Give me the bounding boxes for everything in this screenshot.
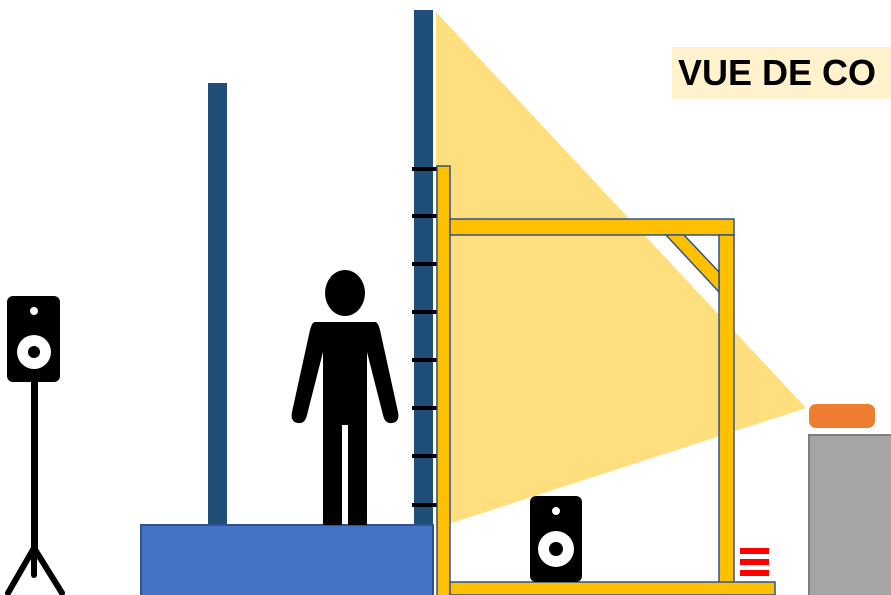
- left-pole: [208, 83, 227, 533]
- stand-leg: [31, 545, 65, 595]
- speaker-on-stand: [5, 296, 65, 595]
- speaker-icon: [530, 496, 582, 582]
- red-stack-icon: [740, 548, 769, 576]
- person-icon: [291, 270, 399, 525]
- frame-right-post: [718, 234, 735, 586]
- title-label: VUE DE CO: [672, 47, 891, 99]
- frame-bottom-beam: [449, 581, 776, 595]
- frame-top-beam: [449, 218, 735, 236]
- frame-brace: [664, 234, 720, 294]
- center-pole: [414, 10, 433, 530]
- frame-left-post: [436, 165, 451, 595]
- light-beam: [436, 12, 806, 528]
- light-fixture: [809, 404, 875, 428]
- stand-pole: [31, 382, 38, 557]
- stage-platform: [140, 524, 434, 595]
- truss-frame: [436, 165, 776, 595]
- title-text: VUE DE CO: [678, 52, 877, 93]
- gray-box: [808, 434, 891, 595]
- stand-leg: [5, 545, 37, 595]
